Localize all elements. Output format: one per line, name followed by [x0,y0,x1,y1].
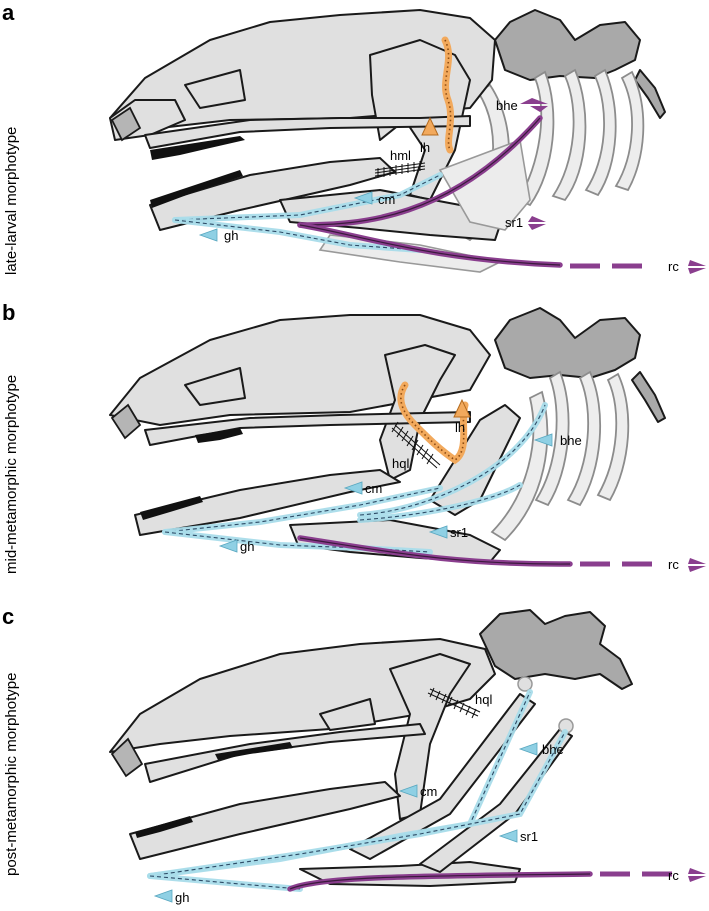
cb-tip [517,676,533,692]
basibranchial [318,234,503,273]
panel-c: c post-metamorphic morphotype [0,604,709,911]
lh-muscle [441,36,455,154]
skull-diagram-late-larval: bhe lh hml cm sr1 gh rc [109,9,706,274]
branchial-arch [438,138,531,231]
lh-arrow [421,116,439,136]
cm-arrow [353,191,373,205]
label-rc: rc [668,868,679,883]
rib [614,70,645,192]
maxilla [144,723,426,783]
panel-a: a late-larval morphotype [0,0,709,300]
lower-teeth [140,496,203,520]
label-hql: hql [392,456,409,471]
gh-arrow [198,228,218,242]
ceratobranchial [349,693,536,860]
label-lh: lh [455,420,465,435]
lower-teeth [150,170,243,208]
nasal [110,403,142,440]
upper-teeth [195,428,243,443]
label-bhe: bhe [496,98,518,113]
label-gh: gh [175,890,189,905]
upper-teeth [150,136,245,160]
lower-teeth [135,816,193,838]
hql-ligament [391,421,441,469]
rib [566,370,602,507]
vertebra [479,609,633,690]
orbit-region [319,698,376,731]
label-sr1: sr1 [505,215,523,230]
hml-ligament [374,161,426,178]
label-sr1: sr1 [450,525,468,540]
hql-ligament [427,687,481,719]
nasal [110,106,142,142]
rc-arrow [688,558,706,572]
bhe-arrow [520,98,548,112]
rib [596,372,630,502]
orbit-region [184,367,246,406]
label-cm: cm [378,192,395,207]
sr1-arrow [528,216,546,230]
gh-arrow [218,539,238,553]
lh-arrow [453,398,471,418]
skull-diagram-mid-metamorphic: bhe lh hql cm sr1 gh rc [109,307,706,572]
vertebra-process [631,371,666,423]
label-gh: gh [240,539,254,554]
label-sr1: sr1 [520,829,538,844]
sr1-arrow [498,829,518,843]
gh-arrow [153,889,173,903]
lower-jaw [129,781,401,860]
suspensorium [389,653,471,820]
bhe-arrow [533,433,553,447]
vertebra [494,9,641,81]
panel-letter: c [2,604,15,629]
panel-letter: b [2,300,16,325]
rc-arrow [688,260,706,274]
maxilla [144,115,471,149]
panel-b: b mid-metamorphic morphotype [0,300,709,604]
nasal [110,737,144,778]
rib [584,68,617,197]
cm-muscle [162,485,443,535]
rc-arrow [688,868,706,882]
cm-arrow [398,784,418,798]
skull-diagram-post-metamorphic: hql bhe cm sr1 gh rc [109,609,706,905]
label-cm: cm [420,784,437,799]
bhe-arrow [518,742,538,756]
rib [551,68,587,202]
upper-teeth [215,742,293,760]
ceratobranchial [429,404,521,516]
label-rc: rc [668,557,679,572]
sr1-arrow [428,525,448,539]
label-bhe: bhe [542,742,564,757]
epibranchial [419,728,573,873]
label-rc: rc [668,259,679,274]
label-cm: cm [365,481,382,496]
vertebra [494,307,641,379]
label-lh: lh [420,140,430,155]
label-hml: hml [390,148,411,163]
rib [534,370,570,507]
label-gh: gh [224,228,238,243]
label-hql: hql [475,692,492,707]
panel-letter: a [2,0,15,25]
orbit-region [184,69,246,109]
maxilla [144,411,471,446]
cm-arrow [343,481,363,495]
label-bhe: bhe [560,433,582,448]
